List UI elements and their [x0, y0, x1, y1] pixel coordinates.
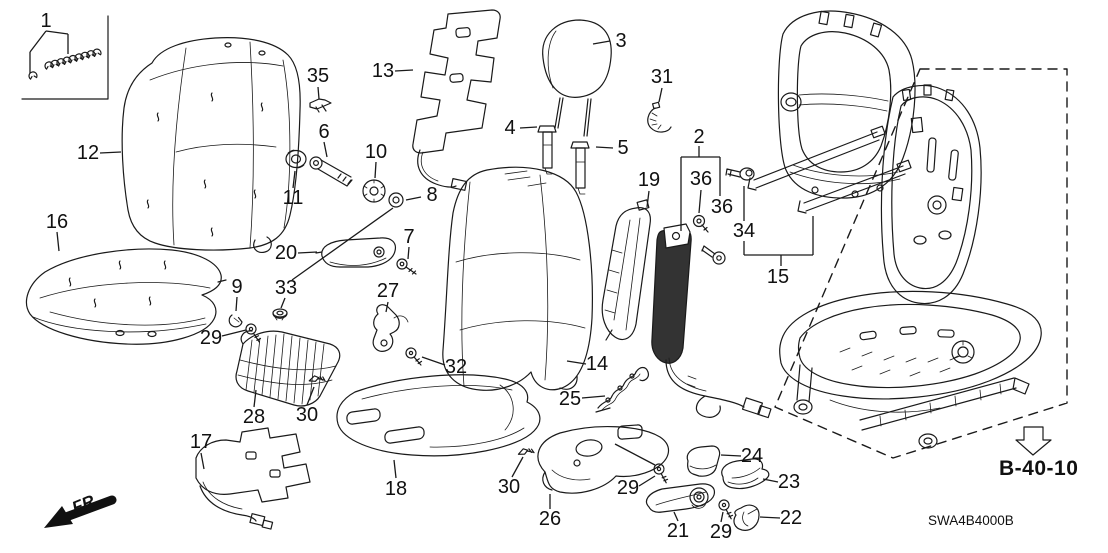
part-3-headrest	[542, 19, 612, 137]
callout-28: 28	[242, 406, 266, 428]
callout-24: 24	[740, 445, 764, 467]
callout-8: 8	[426, 184, 438, 206]
part-28-rear-panel	[235, 330, 341, 407]
part-27-lever	[372, 304, 409, 352]
callout-4: 4	[504, 117, 516, 139]
part-6-bolt	[309, 156, 353, 187]
part-14-seatback-pad	[442, 166, 593, 391]
callout-17: 17	[189, 431, 213, 453]
reference-code: B-40-10	[999, 457, 1079, 480]
part-16-cushion-cover	[25, 248, 227, 345]
part-20-recliner-cover	[315, 237, 397, 268]
callout-35: 35	[306, 65, 330, 87]
part-18-cushion-pad	[336, 374, 541, 457]
callout-26: 26	[538, 508, 562, 530]
part-29-screw-b	[650, 461, 673, 484]
callout-7: 7	[403, 226, 415, 248]
callout-10: 10	[364, 141, 388, 163]
callout-34: 34	[732, 220, 756, 242]
part-17-heater-pad-cushion	[195, 427, 311, 530]
part-33-push-nut	[272, 308, 288, 321]
part-7-screw	[396, 258, 417, 275]
part-24-switch-knob	[686, 445, 721, 477]
part-23-cover	[721, 458, 770, 490]
callout-1: 1	[40, 10, 52, 32]
fr-direction-arrow	[44, 495, 117, 528]
callout-16: 16	[45, 211, 69, 233]
callout-29: 29	[199, 327, 223, 349]
callout-25: 25	[558, 388, 582, 410]
part-19-side-pad	[601, 199, 651, 341]
callout-30: 30	[295, 404, 319, 426]
part-8-washer	[388, 192, 404, 208]
part-11-bushing-ring	[285, 149, 307, 169]
callout-21: 21	[666, 520, 690, 542]
callout-36: 36	[689, 168, 713, 190]
part-32-screw	[403, 346, 424, 366]
part-30-clip-b	[516, 445, 535, 458]
part-31-clamp	[647, 101, 672, 133]
part-21-handle	[645, 483, 716, 513]
part-1-ring-clips	[21, 15, 109, 100]
callout-22: 22	[779, 507, 803, 529]
callout-18: 18	[384, 478, 408, 500]
part-25-sensor-bracket	[595, 366, 649, 413]
callout-33: 33	[274, 277, 298, 299]
part-9-clip-nut	[228, 314, 243, 328]
callout-29: 29	[616, 477, 640, 499]
part-5-headrest-guide	[570, 141, 590, 195]
part-4-headrest-guide	[537, 125, 557, 175]
callout-32: 32	[444, 356, 468, 378]
callout-23: 23	[777, 471, 801, 493]
assembly-dashed-boundary	[774, 68, 1068, 459]
part-29-screw-a	[242, 322, 265, 343]
part-36-bolt-upper	[692, 214, 709, 233]
part-15-seatback-frame	[747, 10, 916, 214]
callout-2: 2	[693, 126, 705, 148]
callout-31: 31	[650, 66, 674, 88]
callout-27: 27	[376, 280, 400, 302]
part-13-heater-pad-back	[412, 9, 501, 191]
part-10-knob-nut	[362, 179, 386, 203]
callout-3: 3	[615, 30, 627, 52]
callout-13: 13	[371, 60, 395, 82]
callout-5: 5	[617, 137, 629, 159]
part-26-side-trim	[537, 424, 670, 494]
part-34-bolt	[725, 167, 755, 181]
callout-14: 14	[585, 353, 609, 375]
callout-30: 30	[497, 476, 521, 498]
part-29-screw-c	[715, 497, 738, 520]
callout-12: 12	[76, 142, 100, 164]
diagram-part-number: SWA4B4000B	[928, 513, 1014, 528]
callout-11: 11	[282, 187, 304, 209]
callout-29: 29	[709, 521, 733, 543]
callout-9: 9	[231, 276, 243, 298]
part-2-airbag-module	[651, 223, 772, 419]
callout-36: 36	[710, 196, 734, 218]
callout-20: 20	[274, 242, 298, 264]
part-12-seatback-cover	[121, 37, 301, 253]
part-35-clip	[309, 98, 332, 113]
part-22-knob-cap	[733, 504, 760, 531]
seat-frame-assembly	[779, 84, 1042, 449]
callout-15: 15	[766, 266, 790, 288]
part-36-bolt-lower	[701, 245, 726, 265]
ref-down-arrow-icon	[1015, 426, 1052, 456]
callout-19: 19	[637, 169, 661, 191]
callout-6: 6	[318, 121, 330, 143]
